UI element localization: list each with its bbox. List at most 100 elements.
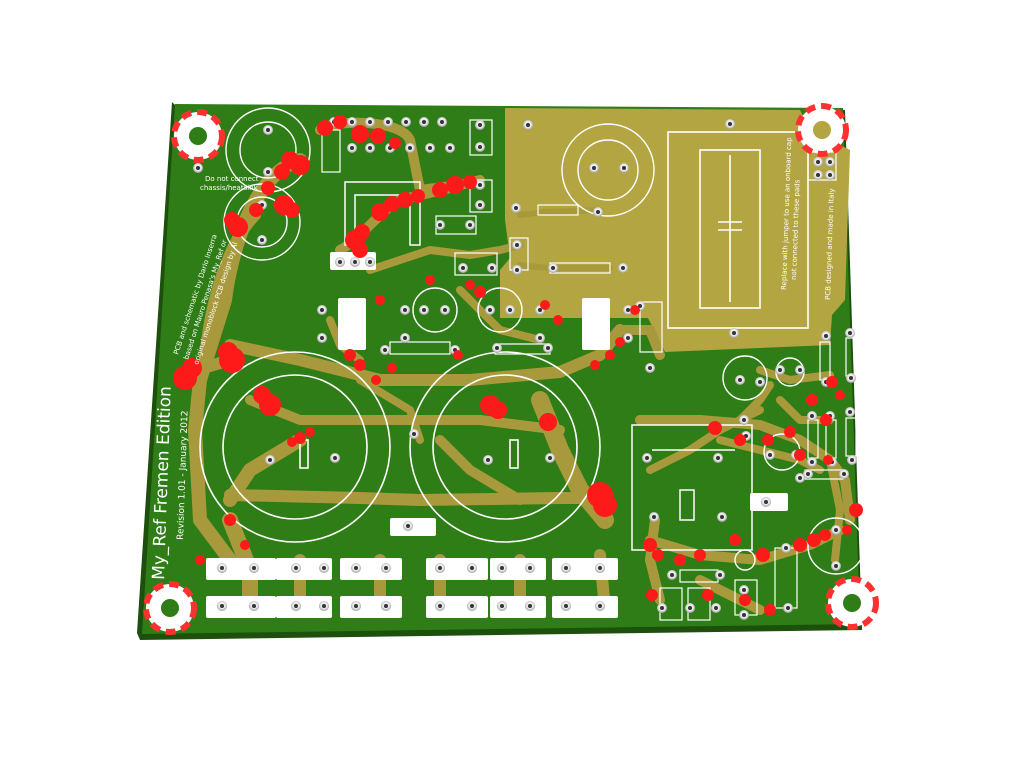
solder-blob	[540, 300, 550, 310]
pad-hole	[448, 146, 452, 150]
pad-hole	[806, 472, 810, 476]
solder-blob	[590, 360, 600, 370]
pad-hole	[798, 476, 802, 480]
filter-capacitors	[199, 351, 601, 543]
pad-hole	[764, 500, 768, 504]
pad-hole	[660, 606, 664, 610]
pad-hole	[268, 458, 272, 462]
pad-hole	[828, 160, 832, 164]
pad-hole	[294, 566, 298, 570]
warning-text: Do not connect	[205, 175, 259, 183]
pad-hole	[621, 266, 625, 270]
pad-hole	[816, 160, 820, 164]
pad-hole	[626, 336, 630, 340]
pad-hole	[538, 336, 542, 340]
made-in-text: PCB designed and made in Italy	[824, 188, 836, 300]
solder-blob	[249, 203, 263, 217]
pad-hole	[438, 604, 442, 608]
pad-hole	[320, 336, 324, 340]
pad-hole	[738, 378, 742, 382]
pad-hole	[648, 366, 652, 370]
pad-hole	[848, 331, 852, 335]
solder-blob	[195, 555, 205, 565]
pad-hole	[564, 604, 568, 608]
pad-hole	[810, 414, 814, 418]
warning-text-2: chassis/heatsink	[200, 184, 259, 192]
solder-blob	[702, 589, 714, 601]
pad-hole	[551, 266, 555, 270]
pad-hole	[598, 604, 602, 608]
pad-hole	[652, 515, 656, 519]
solder-blob	[387, 363, 397, 373]
pad-hole	[368, 146, 372, 150]
solder-blob	[819, 529, 831, 541]
solder-blob	[489, 401, 507, 419]
pad-hole	[848, 410, 852, 414]
solder-blob	[333, 115, 347, 129]
pad-hole	[266, 128, 270, 132]
solder-blob	[218, 342, 238, 362]
pad-hole	[406, 524, 410, 528]
pad-hole	[470, 604, 474, 608]
pad-hole	[354, 604, 358, 608]
solder-blob	[261, 181, 275, 195]
solder-blob	[253, 386, 271, 404]
solder-blob	[274, 164, 290, 180]
pad-hole	[220, 566, 224, 570]
pad-hole	[528, 566, 532, 570]
pad-hole	[592, 166, 596, 170]
solder-blob	[806, 394, 818, 406]
solder-blob	[820, 414, 832, 426]
pad-hole	[645, 456, 649, 460]
pad-hole	[422, 120, 426, 124]
mounting-holes	[143, 103, 879, 635]
pad-hole	[824, 334, 828, 338]
solder-blob	[432, 182, 448, 198]
solder-blob	[281, 151, 299, 169]
solder-blobs	[173, 115, 863, 616]
solder-blob	[453, 350, 463, 360]
solder-blob	[284, 202, 300, 218]
pad-hole	[758, 380, 762, 384]
pad-hole	[478, 145, 482, 149]
solder-blob	[734, 434, 746, 446]
through-hole-pads	[193, 117, 857, 620]
pad-hole	[670, 573, 674, 577]
solder-blob	[371, 203, 389, 221]
solder-blob	[615, 337, 625, 347]
pad-hole	[526, 123, 530, 127]
pad-hole	[438, 223, 442, 227]
pad-hole	[688, 606, 692, 610]
solder-blob	[646, 589, 658, 601]
solder-blob	[224, 212, 240, 228]
pad-hole	[488, 308, 492, 312]
pad-hole	[626, 308, 630, 312]
pad-hole	[350, 146, 354, 150]
replace-note-2: not connected to these pads	[790, 179, 802, 280]
pad-hole	[500, 566, 504, 570]
copper-pour-zone	[500, 108, 850, 352]
pad-hole	[266, 170, 270, 174]
pad-hole	[368, 260, 372, 264]
pad-hole	[515, 268, 519, 272]
pad-hole	[438, 566, 442, 570]
pad-hole	[742, 588, 746, 592]
solder-blob	[842, 525, 852, 535]
solder-blob	[823, 455, 833, 465]
pad-hole	[350, 120, 354, 124]
pad-hole	[720, 515, 724, 519]
pad-hole	[828, 173, 832, 177]
pad-hole	[798, 368, 802, 372]
pad-hole	[354, 566, 358, 570]
pad-hole	[368, 120, 372, 124]
pad-hole	[333, 456, 337, 460]
pad-hole	[546, 346, 550, 350]
solder-blob	[389, 137, 401, 149]
pad-hole	[786, 606, 790, 610]
pad-hole	[598, 566, 602, 570]
pad-hole	[732, 331, 736, 335]
pad-hole	[486, 458, 490, 462]
pad-hole	[784, 546, 788, 550]
solder-blob	[630, 305, 640, 315]
solder-blob	[287, 437, 297, 447]
